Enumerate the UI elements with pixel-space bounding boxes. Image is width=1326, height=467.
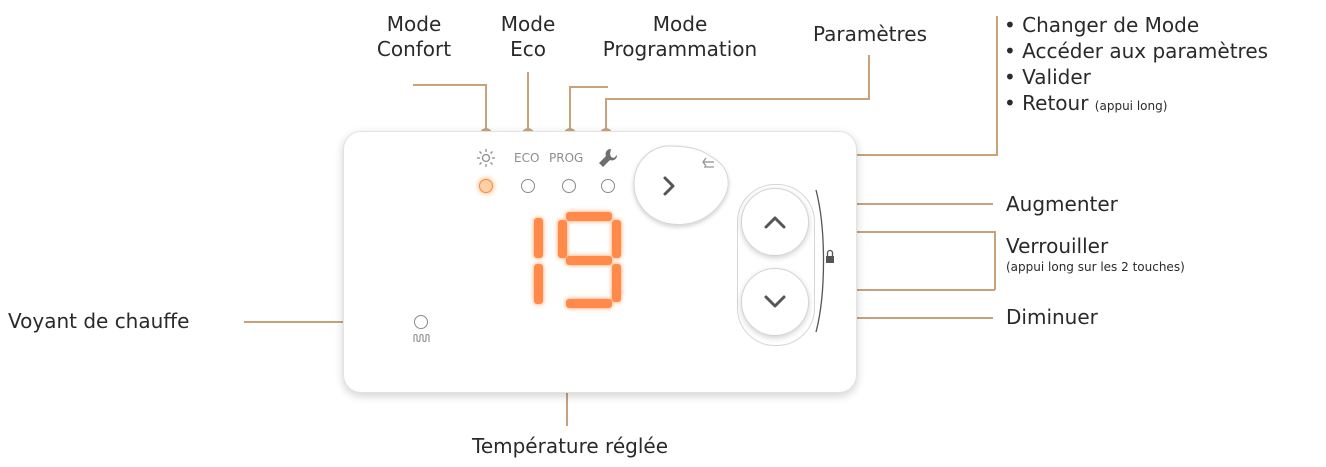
mode-label-prog: PROG [549, 151, 584, 165]
label-mode-confort: Mode Confort [370, 12, 458, 62]
label-mode-prog: Mode Programmation [582, 12, 778, 62]
mode-button[interactable] [628, 140, 738, 230]
led-prog [562, 179, 576, 193]
function-back: • Retour (appui long) [1004, 90, 1268, 119]
mode-label-eco: ECO [514, 151, 540, 165]
label-voyant-de-chauffe: Voyant de chauffe [8, 309, 190, 333]
label-mode-prog-line1: Mode [652, 12, 708, 36]
label-mode-prog-line2: Programmation [602, 37, 758, 61]
digit-9-segment-c [612, 264, 621, 302]
led-eco [521, 179, 535, 193]
function-back-label: • Retour [1004, 91, 1089, 115]
heating-icon [413, 334, 430, 342]
label-mode-confort-line1: Mode [386, 12, 442, 36]
lock-bracket [815, 189, 834, 333]
sun-icon [477, 149, 495, 167]
center-button-function-list: • Changer de Mode • Accéder aux paramètr… [1004, 12, 1268, 119]
led-parametres [601, 179, 615, 193]
chevron-down-icon [764, 295, 786, 308]
function-validate: • Valider [1004, 65, 1091, 89]
wrench-icon [599, 148, 618, 167]
digit-9-segment-b [612, 220, 621, 258]
chevron-up-icon [764, 216, 786, 229]
digit-9-segment-f [558, 220, 567, 258]
label-mode-eco-line1: Mode [500, 12, 556, 36]
function-back-note: (appui long) [1094, 99, 1168, 113]
label-verrouiller: Verrouiller [1006, 234, 1109, 258]
label-augmenter: Augmenter [1006, 192, 1118, 216]
label-mode-confort-line2: Confort [376, 37, 452, 61]
digit-1-segment-c [534, 264, 543, 304]
label-diminuer: Diminuer [1006, 305, 1098, 329]
heating-indicator-led [414, 315, 428, 329]
digit-9-segment-a [566, 212, 612, 221]
led-confort [479, 179, 493, 193]
increase-button[interactable] [741, 188, 809, 256]
decrease-button[interactable] [741, 268, 809, 336]
lock-icon [826, 249, 834, 263]
label-mode-eco-line2: Eco [510, 37, 546, 61]
digit-9-segment-g [566, 256, 612, 265]
label-verrouiller-note: (appui long sur les 2 touches) [1006, 260, 1185, 274]
label-parametres: Paramètres [812, 22, 928, 46]
return-icon [702, 157, 714, 168]
temperature-display: 19 [520, 212, 621, 308]
chevron-right-icon [663, 176, 675, 196]
label-mode-eco: Mode Eco [490, 12, 566, 62]
function-change-mode: • Changer de Mode [1004, 13, 1200, 37]
function-access-settings: • Accéder aux paramètres [1004, 39, 1269, 63]
digit-9-segment-d [566, 299, 612, 308]
digit-1-segment-b [534, 218, 543, 258]
label-temperature-reglee: Température réglée [472, 434, 668, 458]
